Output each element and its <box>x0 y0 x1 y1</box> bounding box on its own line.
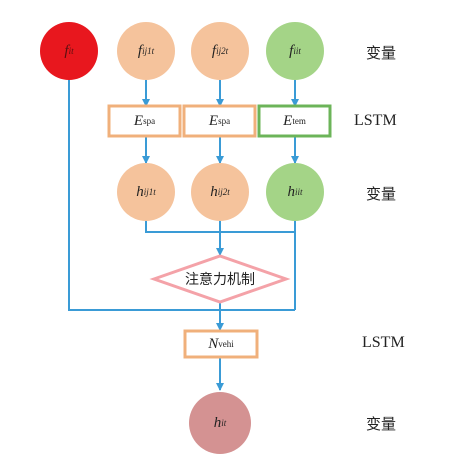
fit-skip-path <box>68 78 220 311</box>
side-label-row1: 变量 <box>366 44 397 62</box>
node-f-ij1t-circle <box>117 22 175 80</box>
node-f-ij2t-circle <box>191 22 249 80</box>
node-f-it-circle <box>40 22 98 80</box>
side-label-row3: 变量 <box>366 185 397 203</box>
side-label-row2: LSTM <box>354 112 397 129</box>
side-label-row5: 变量 <box>366 415 397 433</box>
attention-label: 注意力机制 <box>185 272 255 288</box>
connectors <box>68 78 299 391</box>
attention-diamond <box>149 254 291 304</box>
node-h-ij1t-circle <box>117 163 175 221</box>
box-e-tem <box>257 104 332 138</box>
node-h-iit-circle <box>266 163 324 221</box>
box-e-spa-1 <box>107 104 182 138</box>
node-f-iit-circle <box>266 22 324 80</box>
box-e-spa-2 <box>182 104 257 138</box>
node-h-ij2t-circle <box>191 163 249 221</box>
node-h-it-circle <box>189 392 251 454</box>
box-n-vehi <box>183 329 259 359</box>
side-label-row4: LSTM <box>362 334 405 351</box>
